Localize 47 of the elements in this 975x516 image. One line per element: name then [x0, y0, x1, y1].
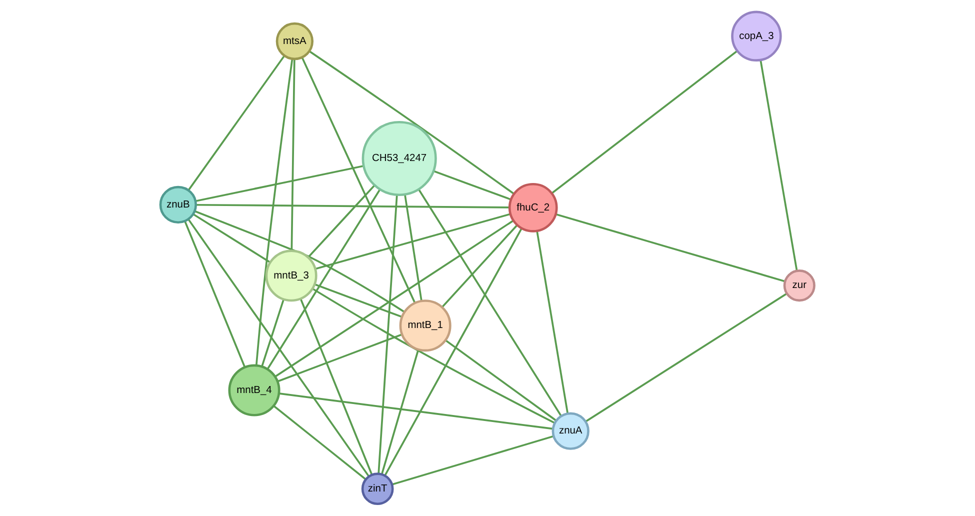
- connector: [308, 50, 514, 195]
- connector: [277, 334, 402, 382]
- connector: [314, 284, 402, 318]
- connector: [384, 228, 522, 476]
- connector: [188, 54, 286, 191]
- connector: [552, 50, 738, 194]
- node-circle: znuA: [552, 412, 590, 450]
- node-circle: zur: [783, 270, 816, 302]
- connector: [536, 230, 569, 414]
- connector: [278, 392, 554, 430]
- node-circle: mtsA: [276, 22, 314, 60]
- connector: [441, 224, 518, 308]
- connector: [556, 213, 786, 282]
- connector: [433, 170, 511, 200]
- connector: [760, 60, 798, 271]
- connector: [266, 189, 381, 370]
- connector: [315, 213, 510, 270]
- node-circle: znuB: [159, 186, 197, 224]
- connector: [261, 299, 284, 367]
- node-circle: CH53_4247: [362, 120, 437, 196]
- connector: [196, 204, 510, 208]
- connector: [301, 56, 416, 304]
- connector: [188, 218, 370, 477]
- connector: [585, 292, 788, 422]
- connector: [404, 194, 422, 302]
- connector: [300, 298, 373, 475]
- connector: [378, 195, 398, 474]
- connector: [307, 185, 375, 258]
- connector: [381, 349, 420, 474]
- node-circle: copA_3: [731, 10, 782, 62]
- connector: [273, 405, 366, 480]
- connector: [255, 58, 294, 366]
- connector: [274, 220, 514, 378]
- connector: [418, 189, 562, 417]
- node-circle: mntB_1: [399, 300, 452, 352]
- node-circle: fhuC_2: [508, 182, 558, 232]
- node-circle: mntB_3: [265, 250, 318, 302]
- node-circle: zinT: [361, 472, 394, 506]
- connector: [312, 288, 556, 424]
- connector: [392, 435, 554, 486]
- connector: [192, 213, 271, 264]
- connector: [195, 165, 364, 202]
- connector: [444, 340, 557, 422]
- connector: [184, 220, 246, 368]
- connector: [290, 58, 296, 251]
- node-circle: mntB_4: [228, 364, 280, 416]
- connector: [194, 210, 406, 313]
